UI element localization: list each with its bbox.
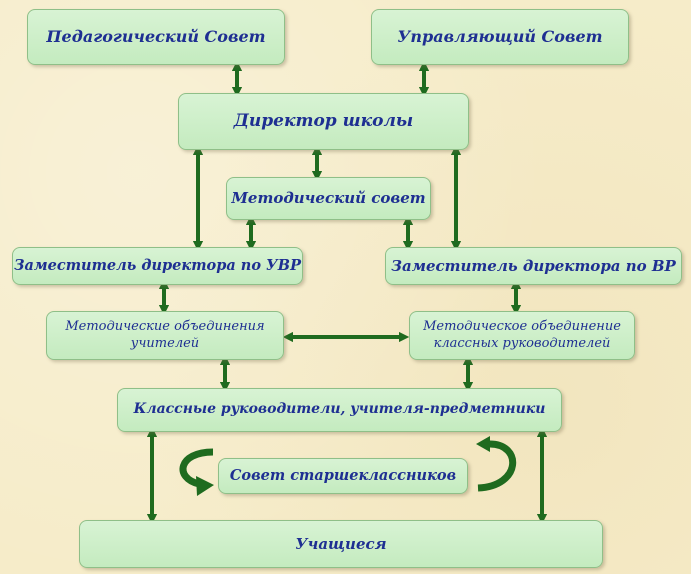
director-label: Директор школы xyxy=(233,110,414,131)
class-leaders-mo-box: Методическое объединение классных руково… xyxy=(409,311,635,360)
method-council-label: Методический совет xyxy=(231,189,426,208)
governing-council-label: Управляющий Совет xyxy=(397,27,603,46)
ped-council-box: Педагогический Совет xyxy=(27,9,285,65)
deputy-vr-box: Заместитель директора по ВР xyxy=(385,247,682,285)
class-leaders-teachers-label: Классные руководители, учителя-предметни… xyxy=(133,401,546,418)
governing-council-box: Управляющий Совет xyxy=(371,9,629,65)
director-box: Директор школы xyxy=(178,93,469,150)
ped-council-label: Педагогический Совет xyxy=(46,27,266,46)
senior-council-label: Совет старшеклассников xyxy=(229,466,457,484)
deputy-vr-label: Заместитель директора по ВР xyxy=(391,256,676,275)
students-box: Учащиеся xyxy=(79,520,603,568)
curved-arrow-left-head xyxy=(196,476,214,496)
teachers-mo-label: Методические объединения учителей xyxy=(65,319,265,351)
curved-arrow-right-head xyxy=(476,436,490,452)
curved-arrow-left xyxy=(179,448,214,488)
senior-council-box: Совет старшеклассников xyxy=(218,458,468,494)
method-council-box: Методический совет xyxy=(226,177,431,220)
students-label: Учащиеся xyxy=(295,534,387,553)
class-leaders-mo-label: Методическое объединение классных руково… xyxy=(423,319,621,351)
deputy-uvr-box: Заместитель директора по УВР xyxy=(12,247,303,285)
curved-arrow-right xyxy=(477,440,517,492)
teachers-mo-box: Методические объединения учителей xyxy=(46,311,284,360)
deputy-uvr-label: Заместитель директора по УВР xyxy=(14,256,301,274)
class-leaders-teachers-box: Классные руководители, учителя-предметни… xyxy=(117,388,562,432)
